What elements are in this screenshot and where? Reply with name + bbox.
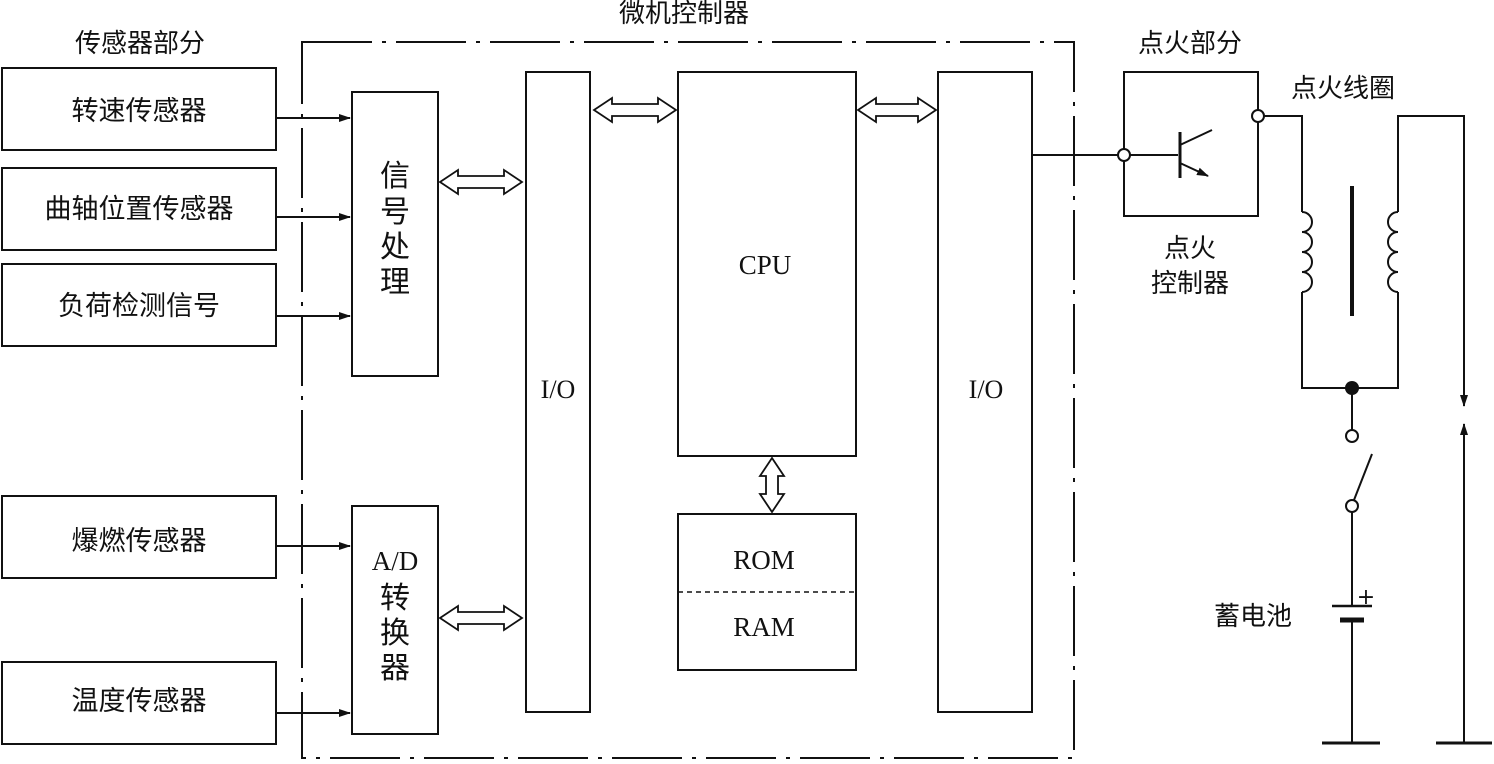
- switch-terminal-top: [1345, 429, 1359, 443]
- cpu-label: CPU: [739, 250, 792, 280]
- io-left-block: I/O: [525, 71, 591, 713]
- coil-secondary-wire-top: [1397, 115, 1465, 404]
- ignition-section-title: 点火部分: [1138, 29, 1242, 59]
- battery-label: 蓄电池: [1214, 602, 1292, 632]
- coil-primary-wire-top: [1264, 115, 1303, 212]
- cpu-block: CPU: [677, 71, 857, 457]
- io-right-block: I/O: [937, 71, 1033, 713]
- sensor-knock-label: 爆燃传感器: [72, 526, 207, 557]
- sensor-crank-position-label: 曲轴位置传感器: [45, 194, 234, 225]
- sensor-load-signal-label: 负荷检测信号: [58, 291, 220, 322]
- battery-plus-sign: +: [1357, 585, 1375, 610]
- sensor-load-signal: 负荷检测信号: [1, 263, 277, 347]
- sensor-speed: 转速传感器: [1, 67, 277, 151]
- ignition-coil: [1264, 115, 1465, 404]
- ad-converter-char-1: 转: [380, 581, 410, 616]
- coil-primary-wire-bottom: [1301, 292, 1352, 389]
- io-left-label: I/O: [541, 375, 576, 404]
- signal-processing-char-3: 处: [380, 230, 410, 265]
- io-right-label: I/O: [969, 375, 1004, 404]
- bus-arrow-io-cpu: [592, 96, 678, 124]
- sensor-knock: 爆燃传感器: [1, 495, 277, 579]
- ad-converter-block: A/D 转 换 器: [351, 505, 439, 735]
- coil-secondary-wire-bottom: [1352, 292, 1399, 389]
- sensor-temperature-label: 温度传感器: [72, 686, 207, 717]
- sensor-temperature: 温度传感器: [1, 661, 277, 745]
- bus-arrow-ad-io: [438, 604, 524, 632]
- signal-processing-char-4: 理: [380, 265, 410, 300]
- signal-processing-char-2: 号: [380, 195, 410, 230]
- switch-terminal-bottom: [1345, 499, 1359, 513]
- signal-processing-block: 信 号 处 理: [351, 91, 439, 377]
- sensor-crank-position: 曲轴位置传感器: [1, 167, 277, 251]
- ad-converter-char-2: 换: [380, 616, 410, 651]
- ignition-coil-label: 点火线圈: [1291, 74, 1395, 104]
- memory-block: ROM RAM: [677, 513, 857, 671]
- rom-label: ROM: [733, 545, 795, 575]
- bus-arrow-signal-io: [438, 168, 524, 196]
- igniter-label-line1: 点火: [1164, 234, 1216, 264]
- bus-arrow-cpu-io: [856, 96, 938, 124]
- ad-converter-char-3: 器: [380, 651, 410, 686]
- ignition-switch-blade: [1353, 453, 1373, 501]
- transistor-emitter: [1179, 162, 1209, 177]
- igniter-output-terminal: [1251, 109, 1265, 123]
- signal-processing-char-1: 信: [380, 159, 410, 194]
- ram-label: RAM: [733, 612, 795, 642]
- controller-boundary: [301, 41, 1075, 759]
- controller-title: 微机控制器: [619, 0, 749, 29]
- sensor-section-title: 传感器部分: [75, 29, 205, 59]
- igniter-input-terminal: [1117, 148, 1131, 162]
- igniter-label-line2: 控制器: [1151, 269, 1229, 299]
- transistor-collector: [1179, 129, 1213, 146]
- ad-converter-label: A/D: [372, 546, 419, 576]
- coil-secondary-winding: [1387, 211, 1399, 293]
- sensor-speed-label: 转速传感器: [72, 96, 207, 127]
- coil-primary-winding: [1301, 211, 1313, 293]
- bus-arrow-cpu-memory: [758, 456, 786, 514]
- igniter-block: [1123, 71, 1259, 217]
